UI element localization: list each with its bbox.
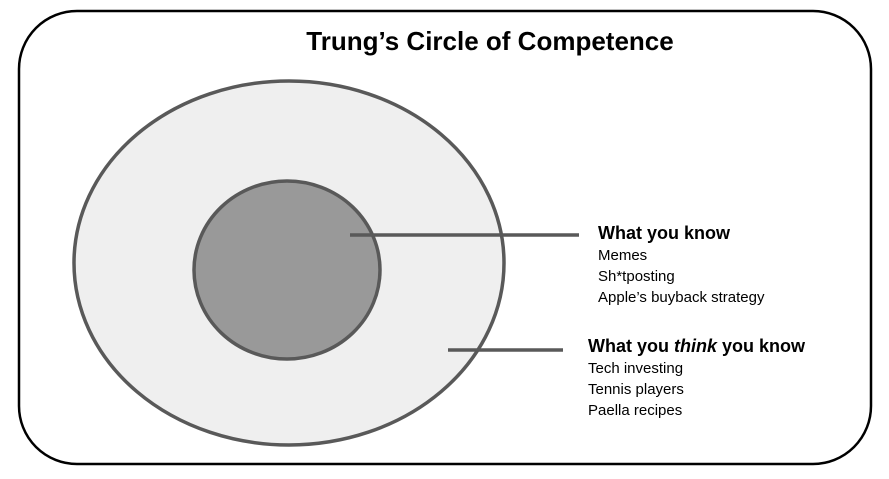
- think-know-heading: What you think you know: [588, 335, 805, 357]
- think-know-heading-emphasis: think: [674, 336, 717, 356]
- know-heading: What you know: [598, 223, 730, 243]
- think-know-list: Tech investing Tennis players Paella rec…: [588, 358, 805, 421]
- know-item: Sh*tposting: [598, 268, 675, 285]
- inner-circle-what-you-know: [192, 179, 382, 361]
- know-item: Apple’s buyback strategy: [598, 289, 765, 306]
- think-know-item: Tennis players: [588, 381, 684, 398]
- think-know-heading-pre: What you: [588, 336, 674, 356]
- know-item: Memes: [598, 247, 648, 264]
- label-what-you-know: What you know Memes Sh*tposting Apple’s …: [598, 222, 765, 308]
- label-what-you-think-you-know: What you think you know Tech investing T…: [588, 335, 805, 421]
- know-list: Memes Sh*tposting Apple’s buyback strate…: [598, 245, 765, 308]
- diagram-title: Trung’s Circle of Competence: [306, 26, 674, 56]
- think-know-item: Paella recipes: [588, 402, 683, 419]
- think-know-item: Tech investing: [588, 360, 684, 377]
- think-know-heading-post: you know: [717, 336, 806, 356]
